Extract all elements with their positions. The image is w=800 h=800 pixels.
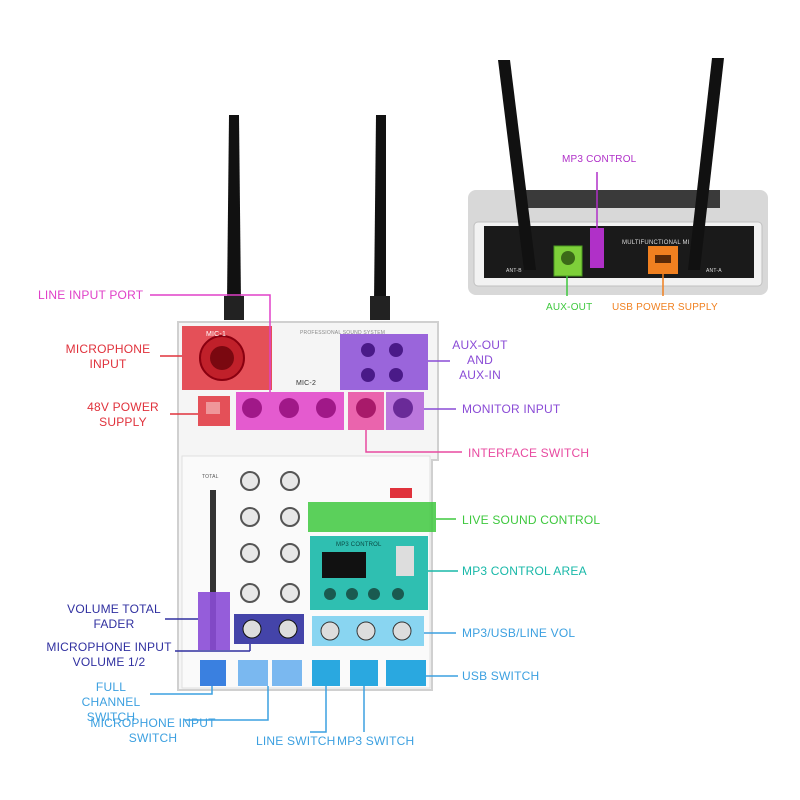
usb-switch [386,660,426,686]
label-microphone-input: MICROPHONE INPUT [65,342,151,371]
antenna-left [227,115,241,302]
volume-fader-highlight [198,592,230,650]
device-multifunctional-text: MULTIFUNCTIONAL MI [622,240,690,246]
device-brand-text: PROFESSIONAL SOUND SYSTEM [300,330,386,336]
live-sound-highlight [308,502,436,532]
label-48v-power-supply: 48V POWER SUPPLY [87,400,159,429]
label-monitor-input: MONITOR INPUT [462,402,561,416]
aux-highlight [340,334,428,390]
rear-mp3-port [590,228,604,268]
total-switch [200,660,226,686]
label-line-input-port: LINE INPUT PORT [38,288,144,302]
label-mp3-switch: MP3 SWITCH [337,734,415,748]
rear-antenna-left [498,60,536,270]
label-mic-input-switch: MICROPHONE INPUT SWITCH [90,716,216,745]
device-mp3-screen-text: MP3 CONTROL [336,542,382,548]
line-switch [312,660,340,686]
rear-view [468,58,768,296]
label-usb-power-supply: USB POWER SUPPLY [612,302,718,313]
label-aux-out-in: AUX-OUT AND AUX-IN [452,338,508,382]
label-full-channel-switch: FULL CHANNEL SWITCH [81,680,141,724]
device-ant-a-text: ANT-A [706,268,722,274]
48v-highlight [198,396,230,426]
device-ant-b-text: ANT-B [506,268,522,274]
front-view [177,115,439,691]
label-mic-input-volume: MICROPHONE INPUT VOLUME 1/2 [46,640,172,669]
device-total-text: TOTAL [202,474,219,480]
rear-antenna-right [688,58,724,270]
label-volume-total-fader: VOLUME TOTAL FADER [67,602,161,631]
label-aux-out: AUX-OUT [546,302,593,313]
label-mp3-control: MP3 CONTROL [562,154,637,165]
label-line-switch: LINE SWITCH [256,734,336,748]
label-live-sound-control: LIVE SOUND CONTROL [462,513,601,527]
antenna-right [374,115,386,302]
label-mp3-usb-line-vol: MP3/USB/LINE VOL [462,626,576,640]
mic2-switch [272,660,302,686]
mp3-switch [350,660,378,686]
label-interface-switch: INTERFACE SWITCH [468,446,590,460]
mic1-switch [238,660,268,686]
label-mp3-control-area: MP3 CONTROL AREA [462,564,587,578]
device-mic2-text: MIC-2 [296,380,317,387]
device-mic1-text: MIC-1 [206,331,227,338]
label-usb-switch: USB SWITCH [462,669,540,683]
